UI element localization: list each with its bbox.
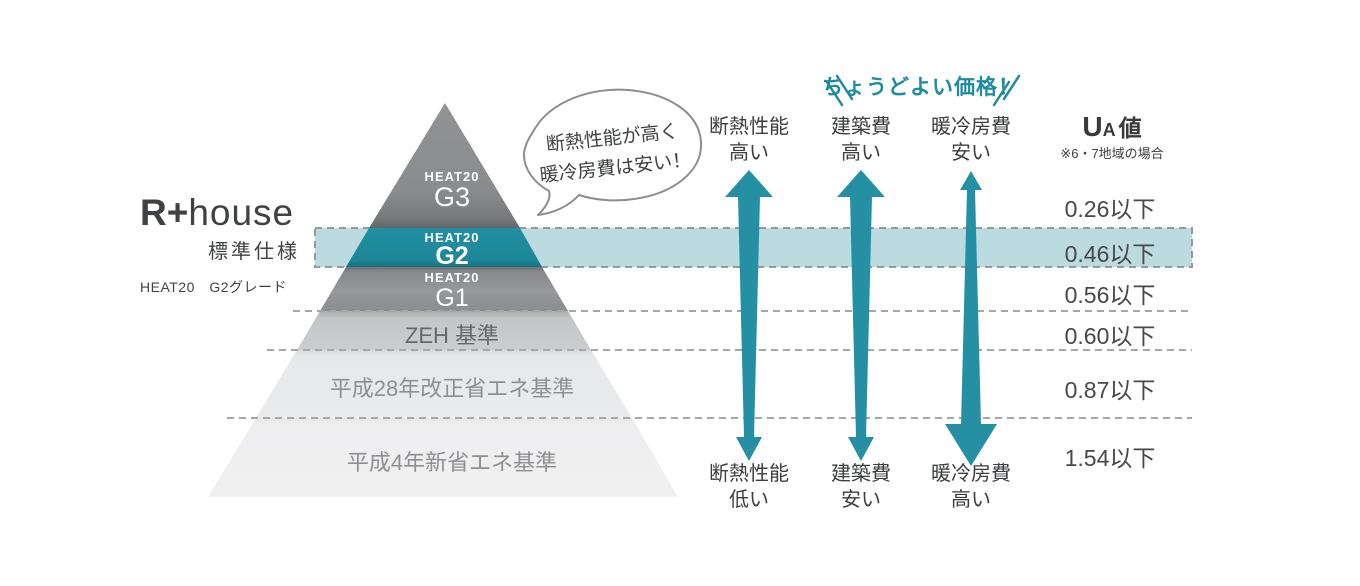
- ua-value-g3: 0.26以下: [1064, 196, 1156, 222]
- pyramid-g1-grade: G1: [435, 284, 469, 312]
- pyramid-label-zeh: ZEH 基準: [404, 323, 500, 348]
- pyramid-level-zeh-shape: [297, 311, 591, 350]
- column-hvac-top: 暖冷房費 安い: [896, 114, 1046, 166]
- brand-grade-line: HEAT20 G2グレード: [140, 279, 288, 295]
- ua-title-a: A: [1102, 120, 1116, 140]
- column-hvac-name: 暖冷房費: [931, 116, 1011, 138]
- pyramid-label-h28: 平成28年改正省エネ基準: [329, 376, 575, 401]
- ua-value-g1: 0.56以下: [1064, 282, 1156, 308]
- pyramid-label-h4: 平成4年新省エネ基準: [346, 450, 558, 475]
- column-insulation-name-bottom: 断熱性能: [709, 463, 789, 485]
- ua-title-unit: 値: [1118, 115, 1142, 141]
- ua-value-h28: 0.87以下: [1064, 377, 1156, 403]
- pyramid-label-g1: HEAT20 G1: [425, 270, 480, 311]
- brand-logo-rest: house: [188, 192, 295, 233]
- pyramid-g2-grade: G2: [435, 242, 469, 270]
- column-construction-top: 建築費 高い: [786, 114, 936, 166]
- column-insulation-top: 断熱性能 高い: [674, 114, 824, 166]
- column-hvac-bottom-value: 高い: [951, 489, 991, 511]
- column-construction-name-bottom: 建築費: [831, 463, 891, 485]
- ua-region-note: ※6・7地域の場合: [1060, 146, 1164, 161]
- hvac-cost-arrow: [945, 171, 997, 466]
- pyramid-g3-tier: HEAT20: [424, 169, 480, 184]
- brand-logo: R+house: [140, 193, 300, 233]
- brand-logo-bold: R+: [140, 192, 189, 233]
- insulation-arrow: [725, 170, 773, 461]
- ua-value-h4: 1.54以下: [1064, 445, 1156, 471]
- construction-cost-arrow: [837, 170, 885, 461]
- column-construction-bottom: 建築費 安い: [786, 461, 936, 513]
- speech-bubble-shape: [522, 88, 703, 216]
- column-construction-name: 建築費: [831, 116, 891, 138]
- pyramid-label-g2: HEAT20 G2: [424, 230, 480, 270]
- column-insulation-bottom-value: 低い: [729, 489, 769, 511]
- column-insulation-name: 断熱性能: [709, 116, 789, 138]
- pyramid-g1-tier: HEAT20: [424, 270, 480, 285]
- ua-value-g2: 0.46以下: [1064, 241, 1156, 267]
- column-hvac-name-bottom: 暖冷房費: [931, 463, 1011, 485]
- pyramid-label-g3: HEAT20 G3: [425, 169, 480, 211]
- ua-value-zeh: 0.60以下: [1064, 323, 1156, 349]
- column-construction-top-value: 高い: [841, 142, 881, 164]
- pyramid-level-g2-shape: [346, 228, 542, 267]
- brand-block: R+house 標準仕様 HEAT20 G2グレード: [140, 193, 300, 297]
- column-hvac-bottom: 暖冷房費 高い: [896, 461, 1046, 513]
- column-insulation-bottom: 断熱性能 低い: [674, 461, 824, 513]
- column-insulation-top-value: 高い: [729, 142, 769, 164]
- column-construction-bottom-value: 安い: [841, 489, 881, 511]
- pyramid-g2-tier: HEAT20: [424, 230, 480, 245]
- brand-subtitle: 標準仕様: [208, 241, 300, 263]
- price-banner: ちょうどよい価格！: [822, 76, 1020, 99]
- pyramid-level-h28-shape: [256, 350, 632, 418]
- column-hvac-top-value: 安い: [951, 142, 991, 164]
- ua-title-u: U: [1082, 111, 1103, 142]
- pyramid-level-g1-shape: [320, 267, 568, 311]
- pyramid-level-g3-shape: [369, 103, 520, 228]
- pyramid-level-h4-shape: [208, 418, 678, 497]
- emphasis-slash-right-icon: [992, 74, 1021, 107]
- emphasis-slash-left-icon: [825, 74, 854, 107]
- pyramid-g3-grade: G3: [433, 182, 471, 212]
